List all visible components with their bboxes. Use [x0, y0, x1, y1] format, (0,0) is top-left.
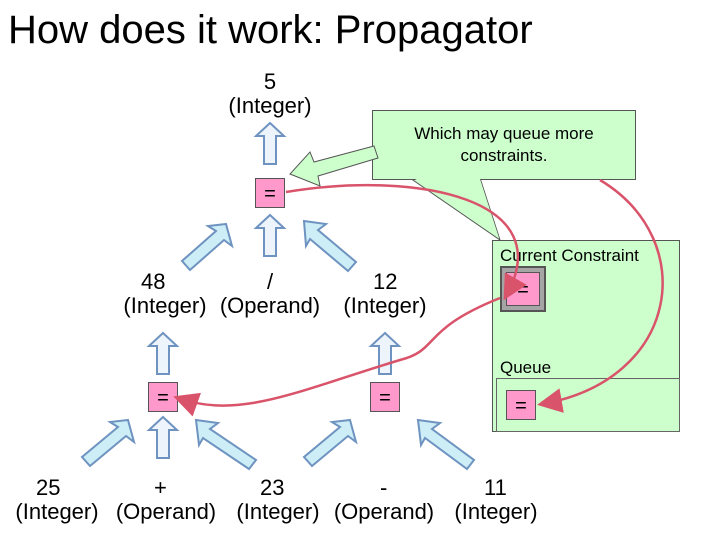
node-mid-right-type: (Integer): [343, 293, 427, 318]
node-b2-type: (Operand): [115, 499, 217, 524]
node-b1-type: (Integer): [15, 499, 99, 524]
current-constraint-label: Current Constraint: [500, 246, 639, 265]
node-b5: 11 (Integer): [444, 476, 548, 524]
node-mid-op-type: (Operand): [219, 293, 321, 318]
callout-box: Which may queue more constraints.: [372, 110, 636, 180]
node-b5-type: (Integer): [454, 499, 538, 524]
node-mid-left-value: 48: [141, 269, 166, 294]
node-mid-left: 48 (Integer): [113, 270, 217, 318]
node-b4-type: (Operand): [333, 499, 435, 524]
node-b4: - (Operand): [324, 476, 444, 524]
node-b3: 23 (Integer): [226, 476, 330, 524]
node-b5-value: 11: [484, 475, 507, 500]
node-mid-left-type: (Integer): [123, 293, 207, 318]
eq-right-box: =: [370, 382, 400, 412]
node-b2: + (Operand): [106, 476, 226, 524]
callout-line1: Which may queue more: [414, 124, 594, 143]
arrow-diag-midleft: [180, 222, 234, 272]
arrow-up-right: [368, 331, 402, 375]
queue-item: =: [506, 390, 536, 420]
green-pointer-arrow: [289, 145, 379, 187]
node-top: 5 (Integer): [220, 70, 320, 118]
eq-left-box: =: [148, 382, 178, 412]
arrow-diag-b1: [80, 418, 136, 468]
node-mid-op: / (Operand): [210, 270, 330, 318]
node-b1-value: 25: [36, 475, 61, 500]
arrow-up-left: [146, 331, 180, 375]
arrow-diag-midright: [302, 219, 358, 273]
arrow-up-top: [253, 121, 287, 165]
arrow-up-mid: [253, 213, 287, 257]
node-b2-value: +: [154, 475, 167, 500]
red-arrow-to-current: [285, 183, 527, 301]
arrow-diag-b3: [194, 418, 258, 471]
node-mid-right-value: 12: [373, 269, 398, 294]
page-title: How does it work: Propagator: [8, 8, 533, 52]
eq-top-box: =: [255, 178, 285, 208]
arrow-up-b2: [146, 415, 180, 459]
node-top-type: (Integer): [228, 93, 312, 118]
node-b1: 25 (Integer): [2, 476, 112, 524]
queue-box: [496, 378, 680, 432]
node-top-value: 5: [263, 69, 277, 94]
callout-line2: constraints.: [460, 146, 548, 165]
node-mid-right: 12 (Integer): [333, 270, 437, 318]
queue-label: Queue: [500, 358, 552, 377]
node-b3-type: (Integer): [236, 499, 320, 524]
red-arrow-to-queue: [537, 178, 664, 413]
arrow-diag-b4: [302, 418, 358, 468]
node-b4-value: -: [380, 475, 388, 500]
node-mid-op-value: /: [266, 269, 274, 294]
red-arrow-to-eq-left: [173, 296, 501, 417]
arrow-diag-b5: [416, 418, 476, 471]
node-b3-value: 23: [260, 475, 285, 500]
